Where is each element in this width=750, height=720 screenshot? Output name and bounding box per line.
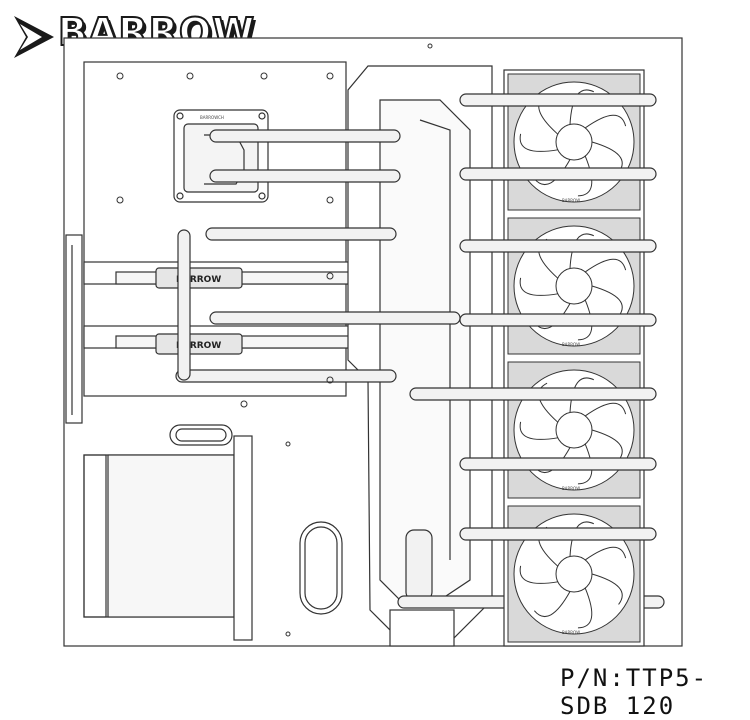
fan-blade xyxy=(584,402,627,417)
fan-logo: BARROW xyxy=(562,630,580,635)
fan-blade xyxy=(533,591,571,617)
fan-2: BARROW xyxy=(507,217,641,355)
fan-blade xyxy=(533,159,571,185)
pcie-bracket xyxy=(65,234,83,424)
waterblock-logo: BARROWCH xyxy=(200,115,224,120)
fan-blade xyxy=(584,114,627,129)
fan-blade xyxy=(577,155,593,197)
fan-blade xyxy=(569,377,595,413)
mounting-holes xyxy=(116,43,433,637)
fan-blade xyxy=(577,443,593,485)
tube-gpu-top xyxy=(205,227,397,241)
cpu-waterblock xyxy=(173,109,269,203)
tube-gpu-bottom xyxy=(175,369,397,383)
grommet-top xyxy=(169,424,233,446)
tube-bridge xyxy=(177,229,191,381)
tube-gpu-mid xyxy=(209,311,461,325)
pump xyxy=(389,529,455,647)
distribution-plate xyxy=(347,65,493,641)
tube-cpu-bottom xyxy=(209,169,401,183)
fan-blade xyxy=(584,258,627,273)
fan-blade xyxy=(569,233,595,269)
fan-hub xyxy=(555,411,593,449)
fan-blade xyxy=(577,299,593,341)
fan-blade xyxy=(584,546,627,561)
fan-4: BARROW xyxy=(507,505,641,643)
barrow-logo-mark xyxy=(12,14,58,64)
fan-hub xyxy=(555,123,593,161)
gpu-lower-logo: BARROW xyxy=(176,341,221,351)
case-diagram: BARROWCH BARROW BARROW BARROW BARROW BARRO… xyxy=(63,37,683,647)
part-number: P/N:TTP5-SDB 120 xyxy=(560,664,709,720)
fan-blade xyxy=(519,133,558,152)
grommet-bottom xyxy=(299,521,343,615)
radiator-tubing xyxy=(409,93,657,541)
fan-3: BARROW xyxy=(507,361,641,499)
fan-hub xyxy=(555,267,593,305)
fan-logo: BARROW xyxy=(562,486,580,491)
fan-blade xyxy=(591,573,623,605)
fan-logo: BARROW xyxy=(562,198,580,203)
fan-blade xyxy=(577,587,593,629)
fan-logo: BARROW xyxy=(562,342,580,347)
fan-blade xyxy=(519,277,558,296)
fan-blade xyxy=(519,565,558,584)
tube-cpu-top xyxy=(209,129,401,143)
fan-hub xyxy=(555,555,593,593)
fan-blade xyxy=(569,521,595,557)
gpu-upper-logo: BARROW xyxy=(176,275,221,285)
fan-blade xyxy=(519,421,558,440)
